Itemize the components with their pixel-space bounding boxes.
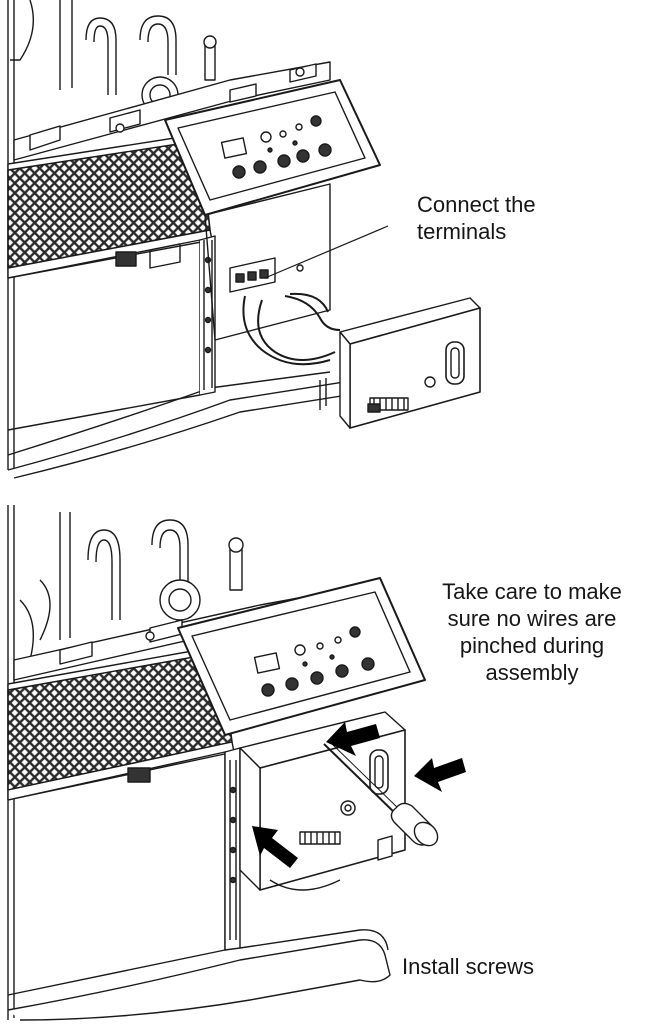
screwdriver-icon (323, 741, 439, 847)
top-unit-illustration (7, 0, 481, 479)
wire-pinch-warning-callout: Take care to make sure no wires are pinc… (442, 579, 622, 685)
bottom-unit-illustration (7, 505, 426, 1021)
install-screws-callout: Install screws (402, 954, 535, 979)
arrow-icon (252, 826, 298, 868)
connect-terminals-callout: Connect the terminals (417, 192, 536, 244)
arrow-icon (326, 722, 380, 756)
arrow-icon (414, 758, 466, 792)
